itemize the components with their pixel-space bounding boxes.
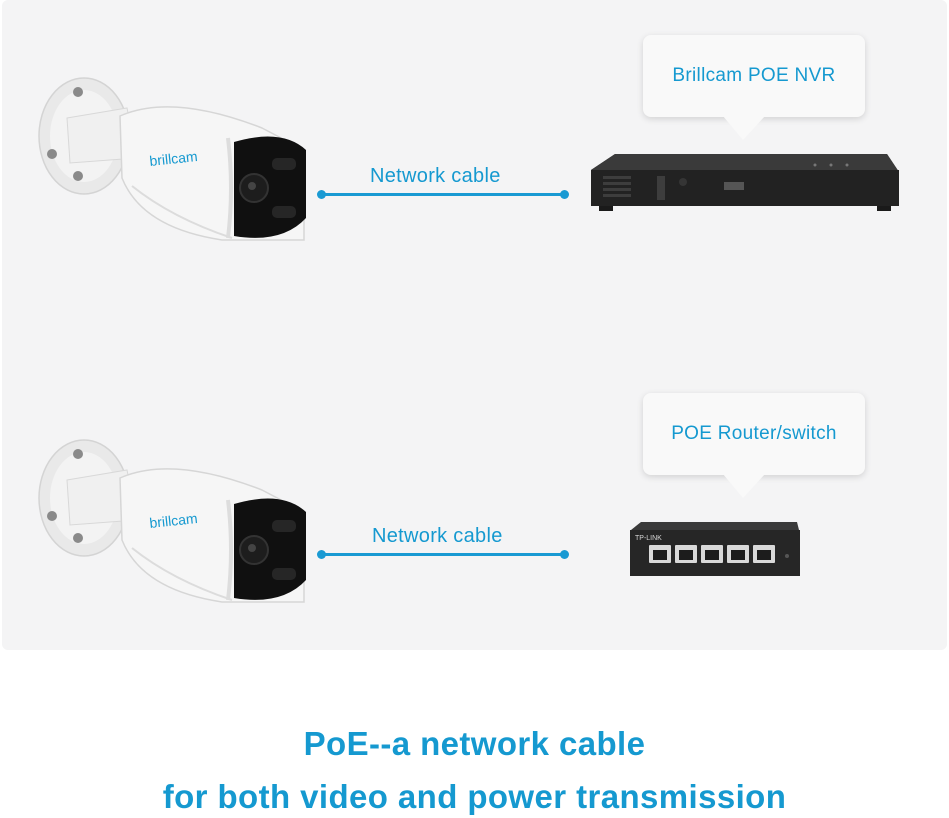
camera-nvr-row: brillcam Network cable Brillcam POE NVR (2, 0, 947, 260)
network-cable-line (317, 190, 569, 199)
cable-endpoint-right (560, 190, 569, 199)
switch-speech-bubble: POE Router/switch (643, 393, 865, 498)
cable-endpoint-left (317, 550, 326, 559)
camera-switch-row: brillcam Network cable POE Router/switch… (2, 360, 947, 620)
network-cable-line (317, 550, 569, 559)
nvr-label: Brillcam POE NVR (672, 65, 836, 86)
headline-line-1: PoE--a network cable (303, 725, 646, 762)
headline-line-2: for both video and power transmission (162, 778, 787, 815)
bullet-camera-image: brillcam (38, 77, 306, 241)
poe-switch-image: TP-LINK (630, 522, 800, 576)
switch-label: POE Router/switch (671, 423, 837, 444)
nvr-speech-bubble: Brillcam POE NVR (643, 35, 865, 140)
camera-brand-label: brillcam (149, 510, 199, 531)
switch-brand-label: TP-LINK (635, 535, 662, 542)
network-cable-label: Network cable (370, 165, 501, 187)
camera-brand-label: brillcam (149, 148, 199, 169)
network-cable-label: Network cable (372, 525, 503, 547)
cable-endpoint-right (560, 550, 569, 559)
bullet-camera-image: brillcam (38, 439, 306, 603)
cable-endpoint-left (317, 190, 326, 199)
diagram-panel: brillcam Network cable Brillcam POE NVR (2, 0, 947, 650)
nvr-recorder-image (591, 154, 899, 211)
